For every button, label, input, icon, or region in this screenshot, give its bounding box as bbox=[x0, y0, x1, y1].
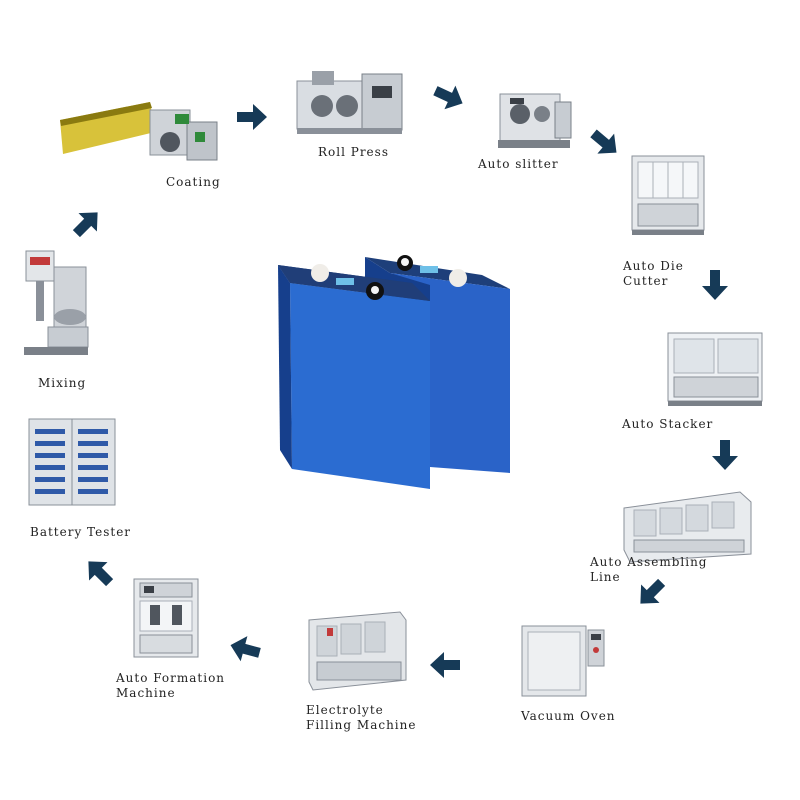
auto-formation-machine-image bbox=[133, 578, 199, 658]
electrolyte-filling-machine-image bbox=[308, 611, 407, 691]
step-label-mixing: Mixing bbox=[38, 376, 87, 390]
mixing-machine-image bbox=[24, 250, 89, 355]
step-label-auto-formation-machine: Auto Formation Machine bbox=[116, 671, 226, 700]
flow-arrow-icon bbox=[428, 648, 462, 682]
step-label-battery-tester: Battery Tester bbox=[30, 525, 132, 539]
step-label-auto-assembling-line: Auto Assembling Line bbox=[590, 555, 708, 584]
flow-arrow-icon bbox=[82, 555, 116, 589]
prismatic-cells-image bbox=[278, 255, 510, 489]
auto-die-cutter-machine-image bbox=[631, 155, 705, 235]
step-label-coating: Coating bbox=[166, 175, 221, 189]
auto-assembling-line-machine-image bbox=[623, 491, 752, 563]
step-label-electrolyte-filling-machine: Electrolyte Filling Machine bbox=[306, 703, 417, 732]
flow-arrow-icon bbox=[235, 100, 269, 134]
flow-arrow-icon bbox=[228, 632, 262, 666]
vacuum-oven-machine-image bbox=[521, 625, 605, 697]
flow-arrow-icon bbox=[432, 80, 466, 114]
flow-arrow-icon bbox=[698, 268, 732, 302]
step-label-vacuum-oven: Vacuum Oven bbox=[521, 709, 616, 723]
flow-arrow-icon bbox=[70, 206, 104, 240]
step-label-auto-die-cutter: Auto Die Cutter bbox=[623, 259, 684, 288]
auto-slitter-machine-image bbox=[498, 93, 572, 148]
step-label-auto-stacker: Auto Stacker bbox=[622, 417, 714, 431]
auto-stacker-machine-image bbox=[667, 332, 763, 406]
battery-cell-icon bbox=[278, 264, 430, 489]
roll-press-machine-image bbox=[296, 71, 403, 134]
coating-machine-image bbox=[60, 102, 218, 161]
flow-arrow-icon bbox=[588, 126, 622, 160]
battery-tester-machine-image bbox=[28, 418, 116, 506]
step-label-roll-press: Roll Press bbox=[318, 145, 389, 159]
flow-arrow-icon bbox=[708, 438, 742, 472]
step-label-auto-slitter: Auto slitter bbox=[478, 157, 559, 171]
